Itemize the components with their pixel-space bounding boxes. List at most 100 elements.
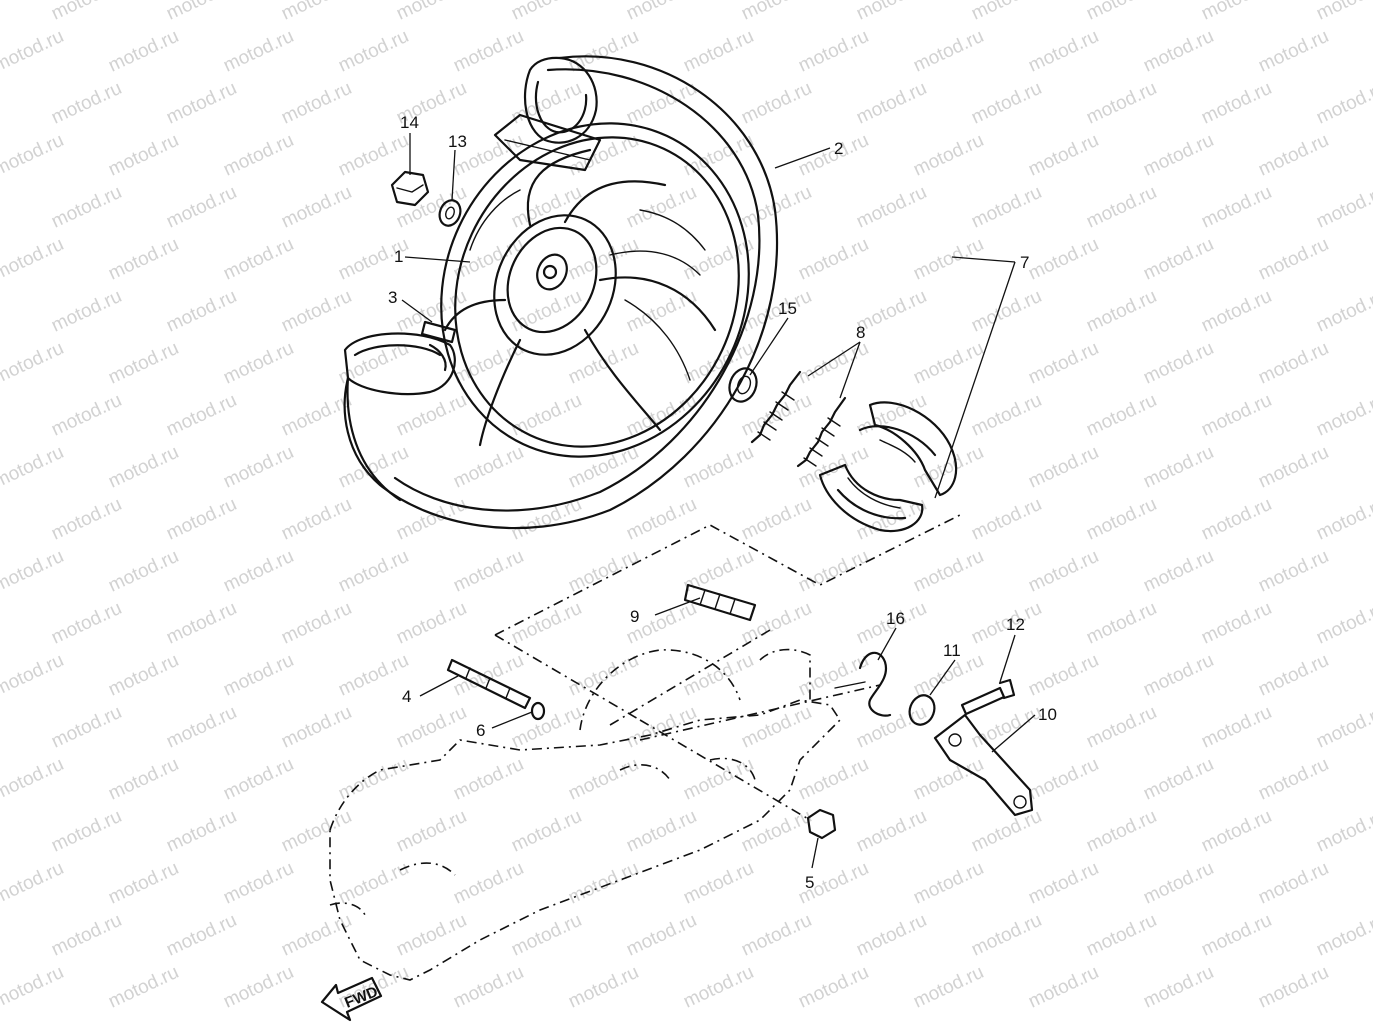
watermark-text: motod.ru bbox=[1313, 494, 1373, 545]
watermark-text: motod.ru bbox=[1198, 910, 1275, 961]
watermark-text: motod.ru bbox=[1083, 0, 1160, 25]
brake-camshaft-lever[interactable] bbox=[933, 713, 1034, 817]
watermark-text: motod.ru bbox=[738, 0, 815, 25]
watermark-text: motod.ru bbox=[738, 806, 815, 857]
watermark-text: motod.ru bbox=[623, 910, 700, 961]
watermark-text: motod.ru bbox=[393, 910, 470, 961]
watermark-text: motod.ru bbox=[1313, 0, 1373, 25]
callout-12: 12 bbox=[1006, 615, 1025, 634]
oil-seal[interactable] bbox=[725, 365, 761, 406]
brake-shoes[interactable] bbox=[818, 401, 958, 533]
watermark-text: motod.ru bbox=[1313, 806, 1373, 857]
watermark-text: motod.ru bbox=[163, 910, 240, 961]
lever-nut[interactable] bbox=[806, 808, 837, 840]
watermark-text: motod.ru bbox=[163, 494, 240, 545]
watermark-text: motod.ru bbox=[163, 0, 240, 25]
watermark-text: motod.ru bbox=[508, 390, 585, 441]
brake-camshaft[interactable] bbox=[683, 583, 757, 622]
watermark-text: motod.ru bbox=[795, 234, 872, 285]
assembly-guide-lines bbox=[494, 514, 961, 821]
callout-7: 7 bbox=[1020, 253, 1029, 272]
watermark-text: motod.ru bbox=[163, 182, 240, 233]
callout-10: 10 bbox=[1038, 705, 1057, 724]
watermark-text: motod.ru bbox=[105, 546, 182, 597]
watermark-text: motod.ru bbox=[508, 910, 585, 961]
watermark-text: motod.ru bbox=[508, 702, 585, 753]
brake-shoe-springs[interactable] bbox=[750, 370, 847, 468]
watermark-text: motod.ru bbox=[393, 702, 470, 753]
watermark-text: motod.ru bbox=[48, 806, 125, 857]
watermark-text: motod.ru bbox=[48, 390, 125, 441]
watermark-text: motod.ru bbox=[0, 650, 67, 701]
watermark-text: motod.ru bbox=[450, 546, 527, 597]
watermark-text: motod.ru bbox=[680, 754, 757, 805]
rear-wheel[interactable] bbox=[343, 55, 803, 530]
watermark-text: motod.ru bbox=[738, 598, 815, 649]
brake-lever-bolt[interactable] bbox=[960, 678, 1016, 716]
watermark-text: motod.ru bbox=[220, 650, 297, 701]
watermark-text: motod.ru bbox=[1198, 182, 1275, 233]
watermark-text: motod.ru bbox=[220, 234, 297, 285]
watermark-text: motod.ru bbox=[0, 442, 67, 493]
watermark-text: motod.ru bbox=[278, 286, 355, 337]
watermark-text: motod.ru bbox=[1255, 338, 1332, 389]
watermark-text: motod.ru bbox=[105, 442, 182, 493]
watermark-text: motod.ru bbox=[450, 858, 527, 909]
camshaft-washer[interactable] bbox=[906, 692, 939, 728]
watermark-text: motod.ru bbox=[968, 286, 1045, 337]
watermark-text: motod.ru bbox=[1083, 182, 1160, 233]
watermark-text: motod.ru bbox=[508, 806, 585, 857]
watermark-text: motod.ru bbox=[1313, 910, 1373, 961]
callout-16: 16 bbox=[886, 609, 905, 628]
watermark-text: motod.ru bbox=[220, 338, 297, 389]
watermark-text: motod.ru bbox=[393, 286, 470, 337]
watermark-text: motod.ru bbox=[220, 442, 297, 493]
watermark-text: motod.ru bbox=[968, 78, 1045, 129]
watermark-text: motod.ru bbox=[393, 0, 470, 25]
axle-nut[interactable] bbox=[390, 170, 430, 207]
watermark-text: motod.ru bbox=[1198, 0, 1275, 25]
watermark-text: motod.ru bbox=[565, 442, 642, 493]
watermark-text: motod.ru bbox=[1198, 78, 1275, 129]
watermark-text: motod.ru bbox=[1198, 702, 1275, 753]
watermark-text: motod.ru bbox=[335, 546, 412, 597]
watermark-text: motod.ru bbox=[278, 390, 355, 441]
watermark-text: motod.ru bbox=[278, 0, 355, 25]
axle-spacer[interactable] bbox=[530, 701, 546, 721]
transmission-case bbox=[329, 648, 842, 981]
watermark-text: motod.ru bbox=[278, 598, 355, 649]
watermark-text: motod.ru bbox=[0, 754, 67, 805]
watermark-text: motod.ru bbox=[1313, 390, 1373, 441]
watermark-text: motod.ru bbox=[853, 78, 930, 129]
watermark-text: motod.ru bbox=[1313, 78, 1373, 129]
watermark-text: motod.ru bbox=[508, 0, 585, 25]
watermark-text: motod.ru bbox=[910, 442, 987, 493]
watermark-text: motod.ru bbox=[163, 598, 240, 649]
watermark-text: motod.ru bbox=[0, 858, 67, 909]
axle-washer[interactable] bbox=[436, 197, 464, 228]
watermark-text: motod.ru bbox=[1198, 598, 1275, 649]
watermark-text: motod.ru bbox=[0, 234, 67, 285]
watermark-text: motod.ru bbox=[1255, 26, 1332, 77]
watermark-text: motod.ru bbox=[1140, 858, 1217, 909]
watermark-text: motod.ru bbox=[1025, 858, 1102, 909]
watermark-text: motod.ru bbox=[968, 390, 1045, 441]
watermark-text: motod.ru bbox=[738, 78, 815, 129]
callout-13: 13 bbox=[448, 132, 467, 151]
watermark-text: motod.ru bbox=[0, 546, 67, 597]
watermark-text: motod.ru bbox=[1083, 286, 1160, 337]
watermark-text: motod.ru bbox=[278, 182, 355, 233]
watermark-text: motod.ru bbox=[1313, 598, 1373, 649]
camshaft-return-spring[interactable] bbox=[834, 651, 892, 717]
rear-axle[interactable] bbox=[446, 658, 532, 710]
watermark-text: motod.ru bbox=[105, 26, 182, 77]
watermark-text: motod.ru bbox=[1198, 494, 1275, 545]
watermark-text: motod.ru bbox=[1083, 494, 1160, 545]
watermark-text: motod.ru bbox=[1140, 26, 1217, 77]
callout-5: 5 bbox=[805, 873, 814, 892]
watermark-text: motod.ru bbox=[0, 130, 67, 181]
watermark-text: motod.ru bbox=[910, 130, 987, 181]
watermark-text: motod.ru bbox=[220, 130, 297, 181]
